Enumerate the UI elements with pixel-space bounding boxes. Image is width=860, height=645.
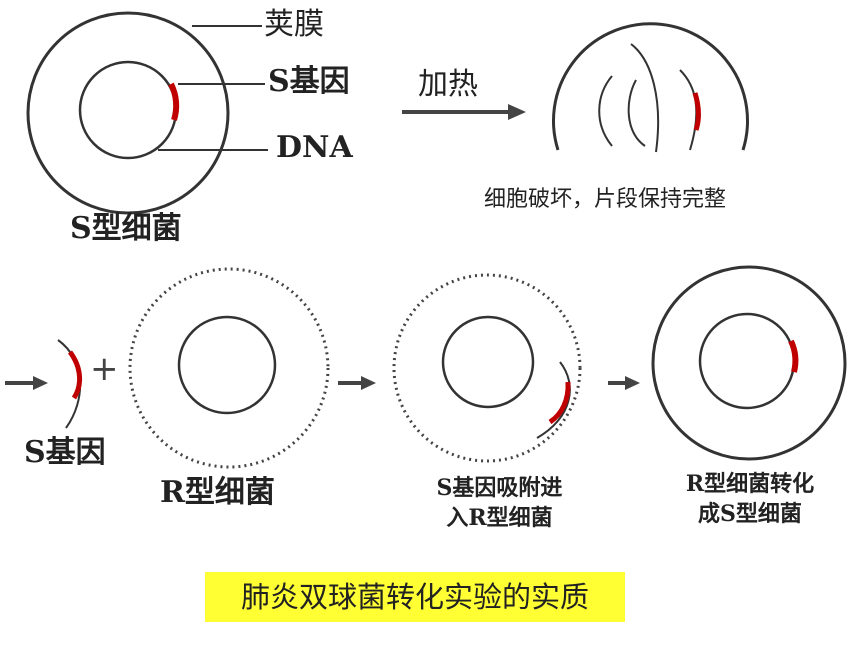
gene-attach-label: S基因吸附进 入R型细菌: [412, 474, 587, 533]
dna-label: DNA: [276, 130, 353, 165]
arrow-2: [338, 376, 376, 390]
plus-sign: +: [90, 349, 119, 389]
dna-fragment-1: [598, 75, 613, 147]
capsule-circle: [26, 11, 230, 215]
free-s-gene-label: S基因: [24, 435, 106, 470]
transform-line1: R型细菌转化: [685, 471, 815, 497]
heat-arrow: [402, 104, 526, 120]
r-bacteria-label: R型细菌: [160, 475, 275, 510]
caption-banner: 肺炎双球菌转化实验的实质: [205, 572, 625, 622]
capsule-label: 荚膜: [264, 7, 324, 42]
gene-attach-line2: 入R型细菌: [446, 504, 553, 531]
s-gene-segment: [168, 82, 180, 121]
broken-cell: [552, 22, 749, 153]
t-dna-circle: [698, 312, 796, 410]
broken-note: 细胞破坏，片段保持完整: [484, 187, 727, 212]
broken-capsule-arc: [552, 22, 749, 151]
transformed-s-bacterium: [651, 265, 847, 461]
r-bacterium-with-s-gene: [392, 273, 582, 463]
transform-line2: 成S型细菌: [698, 500, 802, 527]
t-capsule-circle: [651, 265, 847, 461]
gene-attach-line1: S基因吸附进: [436, 475, 563, 501]
attached-s-gene: [548, 381, 571, 425]
broken-s-gene: [692, 92, 701, 131]
transform-label: R型细菌转化 成S型细菌: [660, 470, 840, 529]
entry-arrow: [5, 376, 48, 390]
s-gene-label: S基因: [268, 64, 350, 99]
s-bacteria-label: S型细菌: [70, 211, 182, 246]
r2-dna-circle: [441, 315, 535, 409]
r2-capsule-dotted: [392, 273, 582, 463]
dna-fragment-4: [679, 69, 698, 151]
dna-circle: [78, 60, 178, 160]
free-s-gene: [57, 339, 82, 429]
t-s-gene-segment: [788, 339, 799, 373]
dna-fragment-2: [630, 43, 660, 153]
heat-label: 加热: [418, 67, 478, 102]
r-dna-circle: [177, 315, 277, 415]
dna-fragment-3: [627, 79, 646, 147]
s-bacterium: [26, 11, 230, 215]
r-capsule-dotted: [128, 267, 330, 469]
arrow-3: [608, 376, 640, 390]
r-bacterium: [128, 267, 330, 469]
